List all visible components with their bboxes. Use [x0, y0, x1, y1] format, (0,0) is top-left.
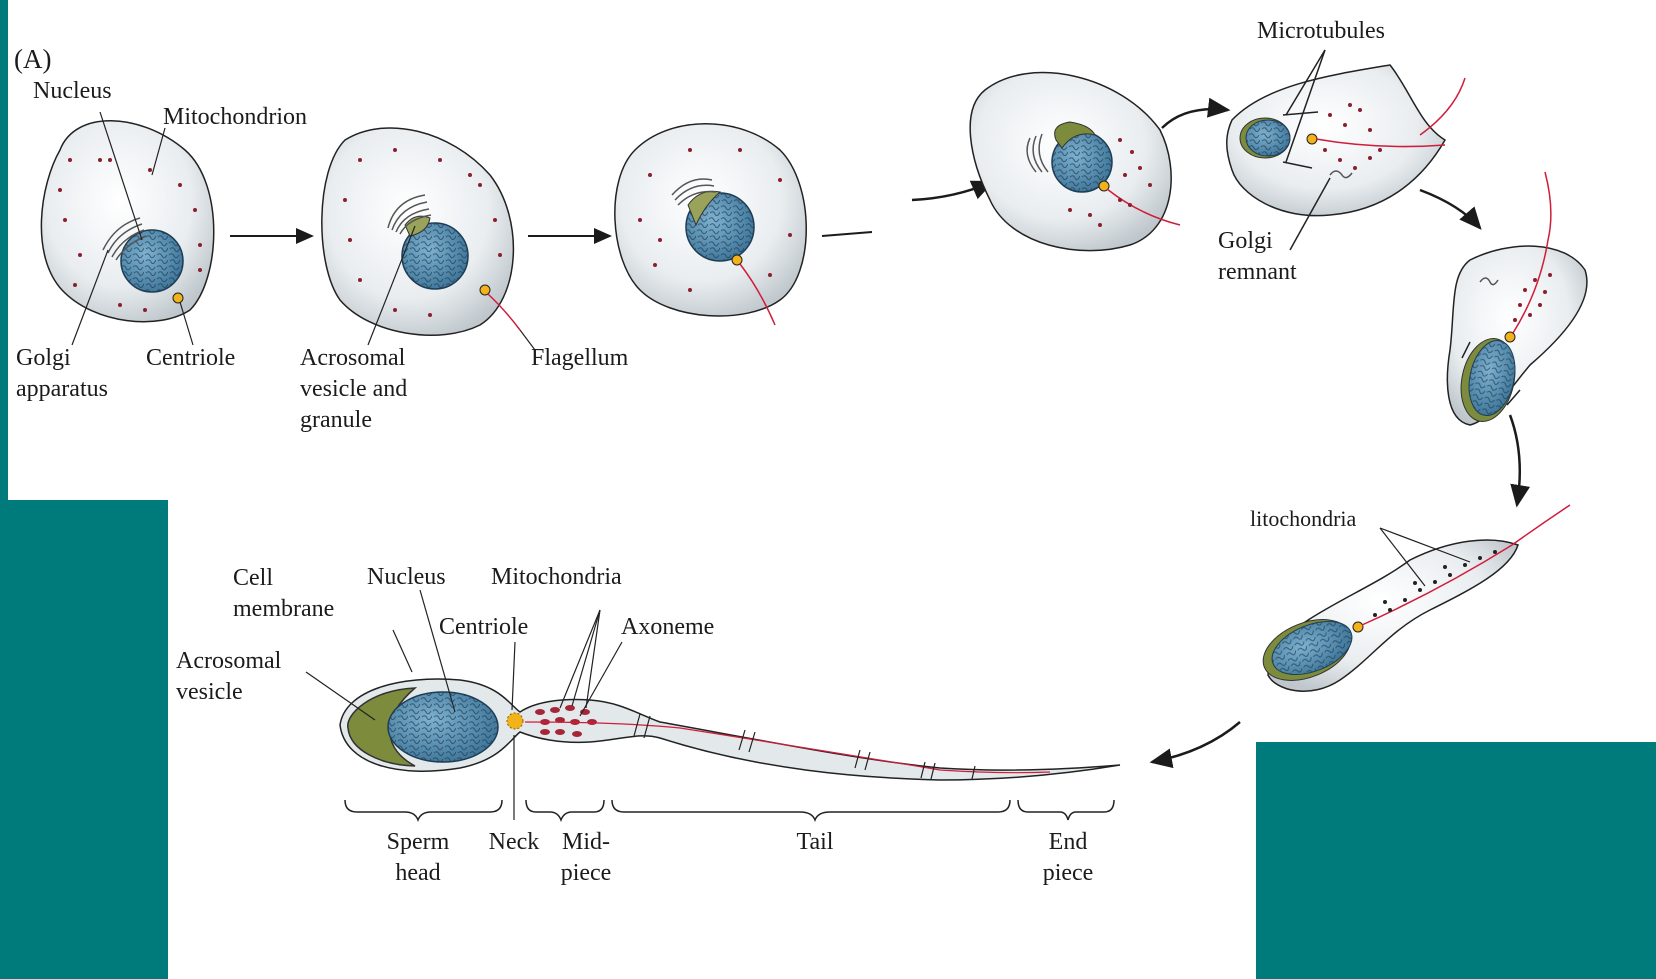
segment-tail: Tail [780, 827, 850, 858]
cell-4 [970, 73, 1180, 251]
label-axoneme: Axoneme [621, 612, 714, 643]
label-mitochondrion: Mitochondrion [163, 102, 307, 133]
label-golgi-apparatus: Golgi apparatus [16, 343, 108, 405]
panel-label: (A) [14, 42, 51, 76]
label-microtubules: Microtubules [1257, 16, 1385, 47]
cell-2 [322, 128, 535, 350]
cell-6 [1447, 172, 1587, 426]
cell-1 [41, 112, 213, 345]
label-golgi-remnant: Golgi remnant [1218, 226, 1297, 288]
arrow-4 [1162, 109, 1228, 128]
label-mitochondria-sperm: Mitochondria [491, 562, 622, 593]
label-mitochondria-right: litochondria [1250, 503, 1356, 534]
label-nucleus-top: Nucleus [33, 76, 112, 107]
arrow-5 [1420, 190, 1480, 228]
label-centriole-sperm: Centriole [439, 612, 528, 643]
label-nucleus-sperm: Nucleus [367, 562, 446, 593]
dash [822, 232, 872, 236]
segment-midpiece: Mid- piece [551, 827, 621, 889]
arrow-6 [1510, 415, 1520, 505]
segment-end-piece: End piece [1033, 827, 1103, 889]
label-centriole-top: Centriole [146, 343, 235, 374]
cell-5 [1227, 50, 1465, 250]
label-acrosomal-vesicle: Acrosomal vesicle [176, 646, 281, 708]
arrow-3 [912, 182, 992, 200]
label-cell-membrane: Cell membrane [233, 563, 334, 625]
label-flagellum: Flagellum [531, 343, 628, 374]
segment-sperm-head: Sperm head [383, 827, 453, 889]
arrow-7 [1152, 722, 1240, 762]
label-acrosomal-vesicle-granule: Acrosomal vesicle and granule [300, 343, 407, 436]
cell-3 [615, 124, 806, 325]
segment-neck: Neck [479, 827, 549, 858]
